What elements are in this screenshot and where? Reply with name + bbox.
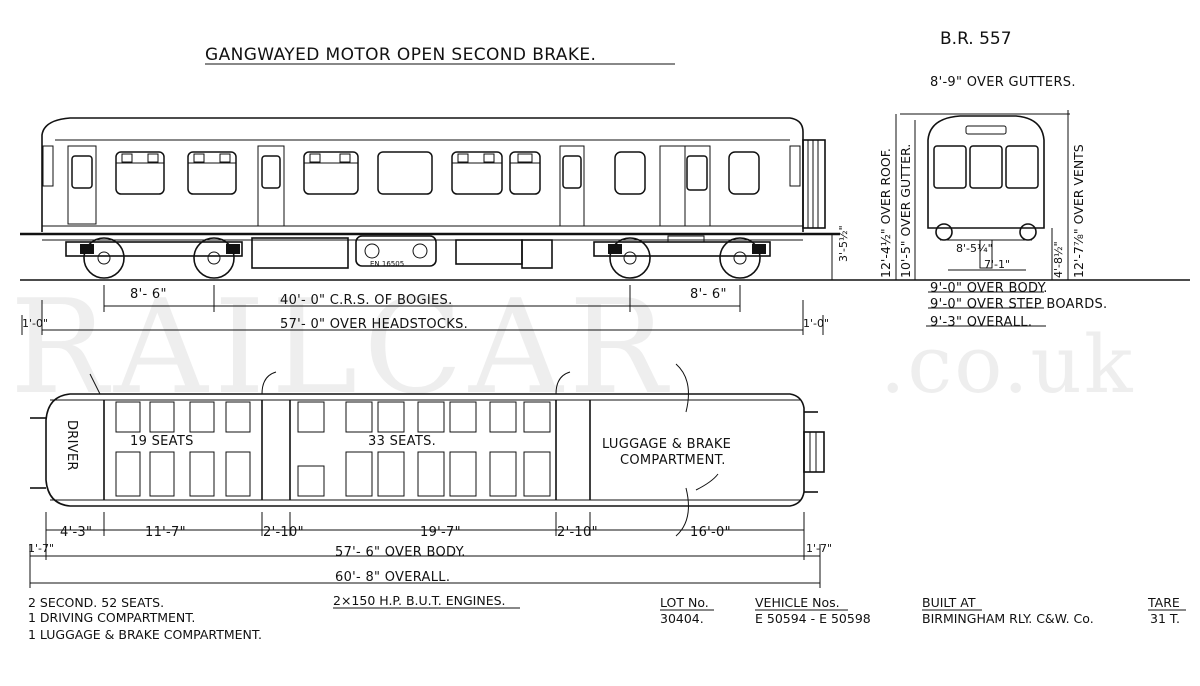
accommodation-line-3: 1 LUGGAGE & BRAKE COMPARTMENT. bbox=[28, 627, 262, 642]
plan-seats-first: 19 SEATS bbox=[130, 434, 194, 449]
dim-over-gutter: 10'-5" OVER GUTTER. bbox=[898, 144, 913, 278]
buffer bbox=[935, 223, 953, 241]
luggage-window bbox=[728, 151, 760, 195]
dim-plan-end-left: 1'-7" bbox=[28, 542, 54, 555]
dim-over-vents: 12'-7⅞" OVER VENTS bbox=[1071, 144, 1086, 278]
seat-row-upper bbox=[115, 401, 551, 433]
cab-front bbox=[927, 115, 1045, 229]
vehicle-label: VEHICLE Nos. bbox=[755, 595, 840, 610]
tare-label: TARE bbox=[1147, 595, 1180, 610]
accommodation-line-1: 2 SECOND. 52 SEATS. bbox=[28, 595, 164, 610]
watermark-main: RAILCAR bbox=[10, 271, 673, 423]
saloon-window bbox=[187, 151, 237, 195]
bogie-left bbox=[65, 237, 243, 279]
seat-row-lower bbox=[115, 451, 551, 497]
dim-over-gutters: 8'-9" OVER GUTTERS. bbox=[930, 75, 1076, 90]
dim-gauge-b: 7'-1" bbox=[984, 258, 1010, 271]
cab-window bbox=[933, 145, 967, 189]
dim-plan-end-right: 1'-7" bbox=[806, 542, 832, 555]
cab-window bbox=[1005, 145, 1039, 189]
dim-height-rail: 3'-5½" bbox=[837, 225, 850, 262]
dim-bogie-left: 8'- 6" bbox=[130, 287, 167, 302]
engines: 2×150 H.P. B.U.T. ENGINES. bbox=[333, 593, 506, 608]
dim-end-left: 1'-0" bbox=[22, 317, 48, 330]
footer-details: 2 SECOND. 52 SEATS. 1 DRIVING COMPARTMEN… bbox=[28, 593, 1186, 642]
saloon-window bbox=[377, 151, 433, 195]
plan-luggage-2: COMPARTMENT. bbox=[620, 453, 726, 468]
passenger-door bbox=[559, 145, 585, 227]
dim-end-right: 1'-0" bbox=[803, 317, 829, 330]
dim-gauge-c: 4'-8½" bbox=[1052, 241, 1065, 278]
dim-plan-e: 2'-10" bbox=[557, 525, 598, 540]
dim-over-step-boards: 9'-0" OVER STEP BOARDS. bbox=[930, 297, 1108, 312]
saloon-window bbox=[509, 151, 541, 195]
underframe-equipment: EN 16505 bbox=[251, 235, 553, 269]
diagram-title: GANGWAYED MOTOR OPEN SECOND BRAKE. bbox=[205, 45, 596, 65]
plan-luggage-1: LUGGAGE & BRAKE bbox=[602, 437, 731, 452]
body-outline bbox=[41, 117, 804, 232]
dim-plan-overall: 60'- 8" OVERALL. bbox=[335, 570, 450, 585]
dim-bogie-right: 8'- 6" bbox=[690, 287, 727, 302]
watermark-suffix: .co.uk bbox=[880, 318, 1134, 411]
side-elevation: EN 16505 3'-5½" 8'- 6" 8'- 6" 40'- 0" C.… bbox=[20, 117, 1190, 335]
end-elevation: 8'-9" OVER GUTTERS. 12'-4½" OVER ROOF. 1… bbox=[878, 75, 1108, 330]
diagram-number: B.R. 557 bbox=[940, 29, 1012, 49]
plan-outline bbox=[45, 393, 805, 507]
lot-value: 30404. bbox=[660, 611, 704, 626]
lot-label: LOT No. bbox=[660, 595, 709, 610]
dim-plan-b: 11'-7" bbox=[145, 525, 186, 540]
saloon-window bbox=[115, 151, 165, 195]
dim-centres: 40'- 0" C.R.S. OF BOGIES. bbox=[280, 293, 453, 308]
accommodation-line-2: 1 DRIVING COMPARTMENT. bbox=[28, 610, 195, 625]
gangway-bellows bbox=[802, 139, 826, 229]
plan-gangway bbox=[803, 431, 825, 473]
route-indicator bbox=[965, 125, 1007, 135]
svg-text:EN 16505: EN 16505 bbox=[370, 260, 404, 268]
dim-plan-f: 16'-0" bbox=[690, 525, 731, 540]
bogie-right bbox=[593, 235, 771, 279]
built-value: BIRMINGHAM RLY. C&W. Co. bbox=[922, 611, 1094, 626]
passenger-door bbox=[257, 145, 285, 227]
dim-plan-c: 2'-10" bbox=[263, 525, 304, 540]
dim-plan-d: 19'-7" bbox=[420, 525, 461, 540]
cab-door bbox=[67, 145, 97, 225]
plan-driver: DRIVER bbox=[64, 420, 79, 471]
luggage-window bbox=[614, 151, 646, 195]
plan-seats-second: 33 SEATS. bbox=[368, 434, 436, 449]
dim-gauge-a: 8'-5¼" bbox=[956, 242, 993, 255]
buffer bbox=[1019, 223, 1037, 241]
vehicle-value: E 50594 - E 50598 bbox=[755, 611, 871, 626]
built-label: BUILT AT bbox=[922, 595, 976, 610]
dim-plan-a: 4'-3" bbox=[60, 525, 92, 540]
plan-view: DRIVER 19 SEATS 33 bbox=[28, 363, 832, 588]
dim-headstocks: 57'- 0" OVER HEADSTOCKS. bbox=[280, 317, 468, 332]
dim-over-body: 9'-0" OVER BODY. bbox=[930, 281, 1048, 296]
tare-value: 31 T. bbox=[1150, 611, 1180, 626]
watermark: RAILCAR .co.uk bbox=[10, 271, 1134, 423]
dim-plan-body: 57'- 6" OVER BODY. bbox=[335, 545, 466, 560]
cab-window bbox=[969, 145, 1003, 189]
dim-overall-width: 9'-3" OVERALL. bbox=[930, 315, 1032, 330]
dim-over-roof: 12'-4½" OVER ROOF. bbox=[878, 148, 893, 278]
